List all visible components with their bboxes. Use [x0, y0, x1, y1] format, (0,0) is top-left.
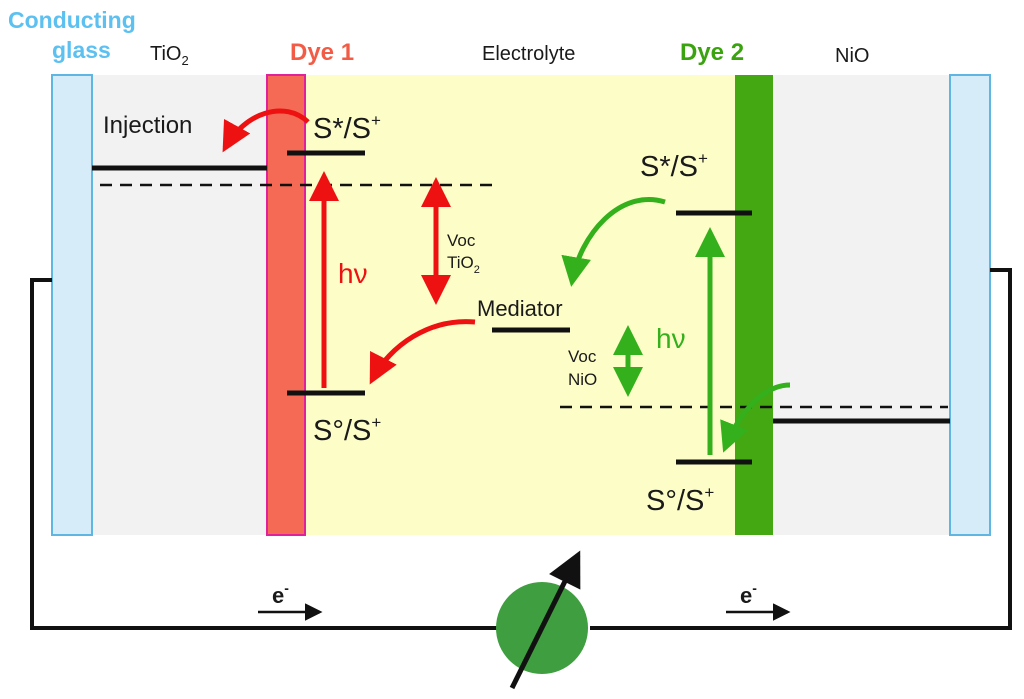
- tio2-label: TiO2: [150, 43, 189, 68]
- dye2-excited-state-label: S*/S+: [640, 149, 708, 183]
- electron-label-right: e-: [740, 580, 757, 608]
- injection-label: Injection: [103, 112, 192, 139]
- injection-arrow: [222, 108, 310, 153]
- dye1-hv-label: hν: [338, 258, 368, 289]
- electrolyte-label: Electrolyte: [482, 43, 575, 65]
- electron-label-left: e-: [272, 580, 289, 608]
- dye2-hv-label: hν: [656, 323, 686, 354]
- dye1-label: Dye 1: [290, 39, 354, 66]
- dye1-excited-state-label: S*/S+: [313, 111, 381, 145]
- dye2-layer: [735, 75, 773, 535]
- external-circuit-wire: [30, 268, 1012, 630]
- left-glass-plate: [51, 74, 93, 536]
- dye1-regeneration-arrow: [369, 319, 476, 385]
- mediator-label: Mediator: [477, 296, 563, 321]
- dye1-ground-state-label: S°/S+: [313, 413, 381, 447]
- hole-injection-arrow: [720, 382, 791, 453]
- voc-tio2-label-1: Voc: [447, 231, 476, 250]
- right-glass-plate: [949, 74, 991, 536]
- dye2-ground-state-label: S°/S+: [646, 483, 714, 517]
- variable-load-arrow: [509, 550, 581, 690]
- conducting-glass-label: Conducting: [8, 7, 136, 33]
- conducting-glass-label-2: glass: [52, 37, 111, 63]
- dye2-regeneration-arrow: [561, 197, 666, 287]
- voc-nio-label-2: NiO: [568, 370, 597, 389]
- electrolyte-region: [305, 75, 735, 535]
- voc-nio-label-1: Voc: [568, 347, 597, 366]
- voc-tio2-label-2: TiO2: [447, 253, 480, 276]
- dye1-layer: [266, 74, 306, 536]
- nio-region: [773, 75, 950, 535]
- tio2-region: [92, 75, 267, 535]
- nio-label: NiO: [835, 45, 869, 67]
- dye2-label: Dye 2: [680, 39, 744, 66]
